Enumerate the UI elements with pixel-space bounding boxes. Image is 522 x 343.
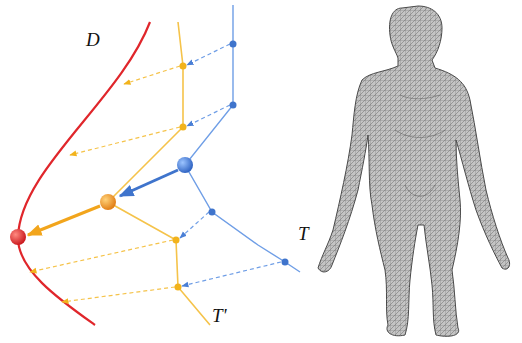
red-point	[10, 229, 26, 245]
dashed-arrows-yellow	[30, 66, 180, 302]
curve-label: T	[298, 224, 309, 243]
curve-t	[185, 5, 300, 272]
curve-d	[18, 22, 150, 325]
blue-point	[177, 157, 193, 173]
human-mesh	[318, 6, 510, 336]
yellow-dots	[173, 63, 187, 291]
mesh-shading	[395, 95, 445, 196]
blue-dots	[209, 41, 289, 266]
curve-label: D	[86, 30, 100, 49]
orange-point	[100, 194, 116, 210]
solid-arrow-yellow	[28, 206, 100, 235]
curve-t-prime	[108, 22, 210, 325]
curve-label: T'	[212, 306, 227, 325]
solid-arrow-blue	[120, 170, 178, 196]
dashed-arrows-blue	[180, 44, 281, 286]
